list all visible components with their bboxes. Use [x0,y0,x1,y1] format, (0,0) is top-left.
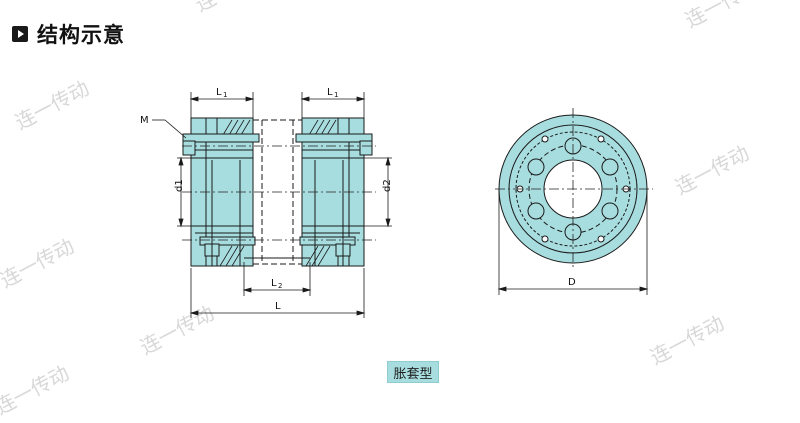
page-title: 结构示意 [37,23,125,47]
watermark-text: 连一传动 [0,234,78,293]
watermark-text: 连一传动 [191,0,273,16]
label-l2-sub: 2 [278,282,282,290]
left-bolt-bottom [199,236,256,246]
right-bolt-top [295,133,373,143]
label-l1-right: L [327,87,333,98]
watermark-text: 连一传动 [11,76,93,135]
label-d2: d2 [382,179,393,192]
watermark-text: 连一传动 [671,141,753,200]
side-dimensions [152,92,392,318]
side-dimension-labels: M L 1 L 1 L 2 L d1 d2 [140,87,393,312]
left-bolt-top [182,133,260,143]
label-l2: L [271,278,277,289]
bolt-holes [527,137,619,241]
label-d-diameter: D [568,277,576,288]
label-d1: d1 [174,179,185,192]
side-centerlines [182,145,376,241]
label-l1-right-sub: 1 [334,91,338,99]
type-caption: 胀套型 [387,361,439,383]
label-l1-left: L [216,87,222,98]
end-centerlines [495,108,653,270]
label-l1-left-sub: 1 [223,91,227,99]
label-l-total: L [275,301,281,312]
right-bolt-bottom [299,236,356,246]
section-header: 结构示意 [12,19,125,49]
watermark-text: 连一传动 [136,301,218,360]
watermark-text: 连一传动 [681,0,763,32]
watermark-text: 连一传动 [646,311,728,370]
end-dimensions [497,189,649,295]
play-square-icon [12,26,28,42]
watermarks: 连一传动 连一传动 连一传动 连一传动 连一传动 连一传动 连一传动 连一传动 [0,0,763,419]
watermark-text: 连一传动 [0,361,73,420]
label-m: M [140,115,149,126]
